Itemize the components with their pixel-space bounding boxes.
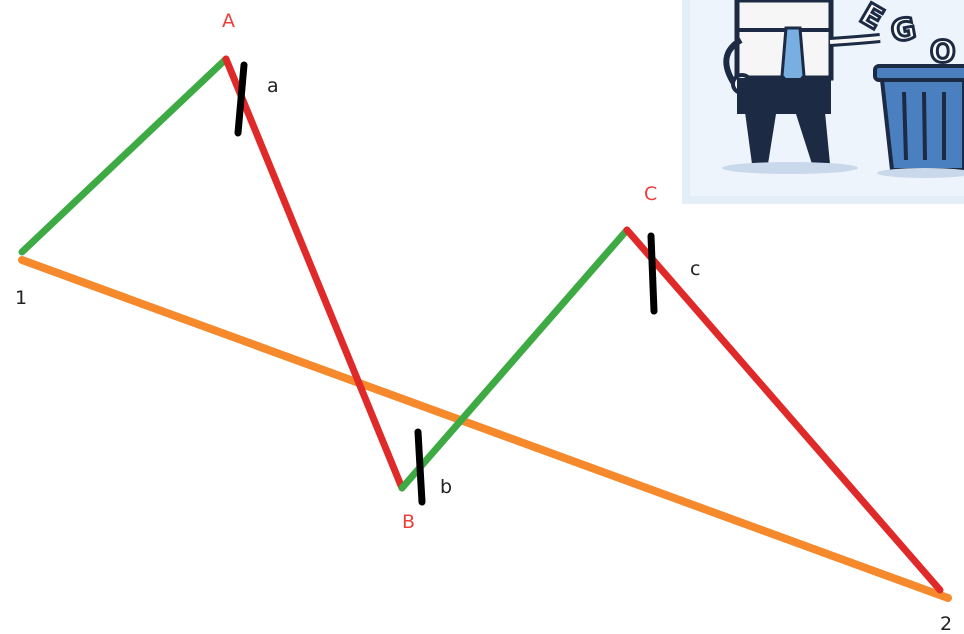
point-label-B: B — [402, 511, 415, 533]
leg-1-to-A — [18, 55, 230, 256]
point-label-A: A — [222, 10, 235, 32]
businessman-icon — [722, 0, 881, 174]
tick-mark-b — [414, 428, 426, 506]
leg-C-to-2 — [623, 226, 944, 594]
point-label-1: 1 — [15, 287, 27, 309]
point-label-C: C — [644, 183, 657, 205]
ego-illustration: E G O — [682, 0, 964, 204]
point-label-2: 2 — [940, 613, 952, 634]
trend-line-1-to-2 — [18, 256, 952, 602]
mark-label-a: a — [267, 75, 279, 97]
trash-can-icon — [873, 64, 964, 178]
mark-label-b: b — [440, 476, 452, 498]
leg-A-to-B — [222, 55, 406, 492]
tick-mark-c — [647, 232, 658, 315]
tick-mark-a — [234, 61, 248, 137]
mark-label-c: c — [690, 258, 700, 280]
leg-B-to-C — [398, 226, 631, 492]
